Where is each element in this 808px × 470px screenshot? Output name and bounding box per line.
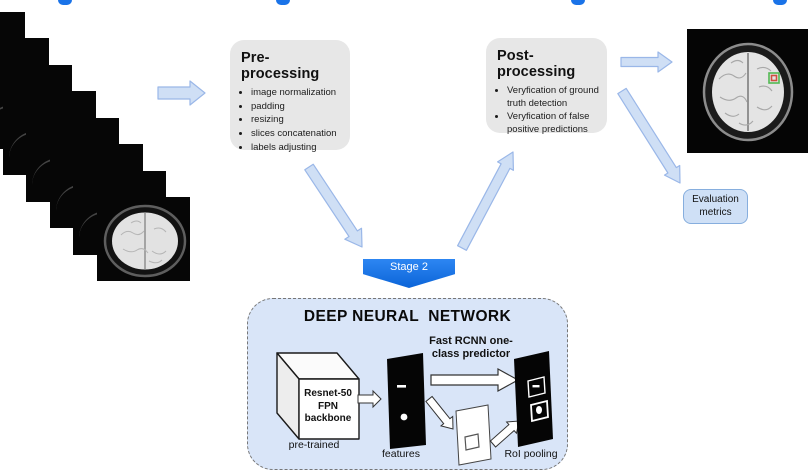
list-item: slices concatenation xyxy=(251,128,346,141)
detection-box-inner xyxy=(770,74,778,82)
pretrained-caption: pre-trained xyxy=(288,439,340,451)
dnn-box: DEEP NEURAL NETWORK xyxy=(247,298,568,470)
arrow-postprocessing-to-evaluation xyxy=(617,87,681,184)
prediction-map xyxy=(514,351,553,447)
list-item: labels adjusting xyxy=(251,142,346,155)
preprocessing-box: Pre-processing image normalization paddi… xyxy=(230,40,350,153)
pipeline-diagram: { "colors": { "accent_blue": "#1a73e8", … xyxy=(0,0,808,455)
dnn-title: DEEP NEURAL NETWORK xyxy=(303,308,512,325)
arrow-preprocessing-to-stage2 xyxy=(304,163,363,248)
predictor-arrow-icon xyxy=(430,367,520,393)
predictor-label: Fast RCNN one- class predictor xyxy=(429,335,513,361)
step-arrow-icon xyxy=(425,395,454,430)
output-mri-image xyxy=(687,29,808,153)
postprocessing-list: Veryfication of ground truth detection V… xyxy=(486,85,603,137)
postprocessing-title: Post-processing xyxy=(497,48,576,80)
step-arrow-icon xyxy=(357,389,382,409)
roi-pooling-caption: RoI pooling xyxy=(504,448,558,460)
backbone-label: Resnet-50 FPN backbone xyxy=(304,388,352,425)
connector-dot xyxy=(276,0,290,5)
list-item: Veryfication of ground truth detection xyxy=(507,85,603,110)
resnet-backbone-cube xyxy=(276,352,360,440)
connector-dot xyxy=(571,0,585,5)
evaluation-metrics-box: Evaluation metrics xyxy=(683,189,748,224)
preprocessing-list: image normalization padding resizing sli… xyxy=(230,87,346,154)
mri-slice-stack xyxy=(0,0,210,290)
list-item: image normalization xyxy=(251,87,346,100)
arrow-stage2-to-postprocessing xyxy=(457,151,515,251)
brain-mri-detection-image xyxy=(687,29,808,153)
list-item: Veryfication of false positive predictio… xyxy=(507,111,603,136)
feature-map xyxy=(387,353,426,449)
stage2-label: Stage 2 xyxy=(390,261,428,273)
features-caption: features xyxy=(382,448,420,460)
detection-box-outer xyxy=(768,72,780,84)
connector-dot xyxy=(773,0,787,5)
preprocessing-title: Pre-processing xyxy=(241,50,320,82)
connector-dot xyxy=(58,0,72,5)
list-item: padding xyxy=(251,101,346,114)
evaluation-metrics-label: Evaluation metrics xyxy=(692,194,739,218)
stage2-banner: Stage 2 xyxy=(363,259,455,288)
mri-slice-front xyxy=(97,197,190,281)
brain-mri-image xyxy=(97,197,190,281)
dnn-diagram xyxy=(276,351,553,466)
step-arrow-icon xyxy=(489,420,520,448)
arrow-postprocessing-to-output xyxy=(620,51,673,73)
postprocessing-box: Post-processing Veryfication of ground t… xyxy=(486,38,607,135)
list-item: resizing xyxy=(251,114,346,127)
